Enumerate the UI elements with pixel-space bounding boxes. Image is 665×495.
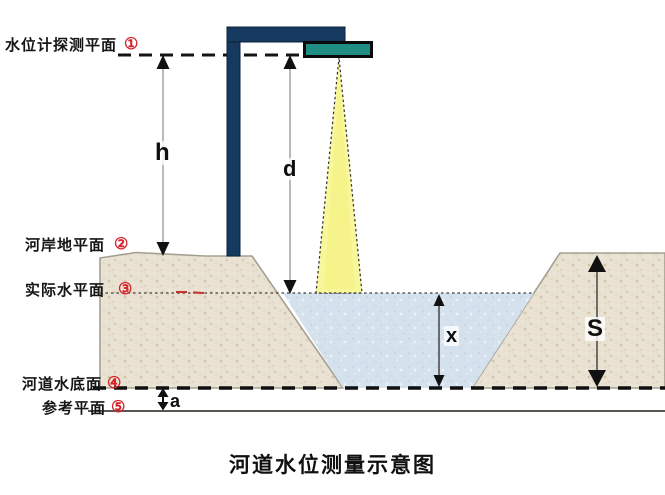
plane-label-row-bank-ground: 河岸地平面 ② bbox=[25, 234, 128, 255]
dimension-label-a: a bbox=[170, 391, 181, 411]
ultrasonic-beam-core bbox=[324, 82, 355, 289]
detection-plane-marker: ① bbox=[124, 35, 139, 53]
diagram-title: 河道水位测量示意图 bbox=[229, 454, 436, 477]
plane-label-row-reference: 参考平面 ⑤ bbox=[42, 397, 125, 418]
water-surface-plane-label: 实际水平面 bbox=[25, 282, 106, 299]
bank-ground-plane-label: 河岸地平面 bbox=[25, 237, 106, 254]
water-surface-plane-marker: ③ bbox=[118, 280, 133, 298]
reference-plane-label: 参考平面 bbox=[42, 400, 107, 417]
bank-ground-plane-marker: ② bbox=[114, 235, 129, 253]
riverbed-plane-marker: ④ bbox=[107, 374, 122, 392]
sensor-mount-pole-icon bbox=[226, 26, 241, 257]
dimension-label-h: h bbox=[153, 139, 172, 166]
riverbed-plane-label: 河道水底面 bbox=[22, 376, 103, 393]
water-surface-red-mark bbox=[192, 291, 205, 294]
dimension-label-x: x bbox=[444, 325, 460, 347]
plane-label-row-detection: 水位计探测平面 ① bbox=[5, 34, 138, 55]
plane-label-row-water-surface: 实际水平面 ③ bbox=[25, 279, 132, 300]
sensor-arm-icon bbox=[226, 26, 346, 43]
plane-label-row-riverbed: 河道水底面 ④ bbox=[22, 373, 121, 394]
water-body bbox=[283, 293, 534, 388]
water-level-sensor-icon bbox=[303, 41, 373, 58]
detection-plane-label: 水位计探测平面 bbox=[5, 37, 118, 54]
dimension-label-d: d bbox=[281, 156, 299, 181]
x-dimension-arrow bbox=[433, 294, 445, 387]
dimension-label-s: S bbox=[585, 315, 606, 342]
a-dimension-arrow bbox=[157, 388, 169, 411]
reference-plane-marker: ⑤ bbox=[111, 398, 126, 416]
